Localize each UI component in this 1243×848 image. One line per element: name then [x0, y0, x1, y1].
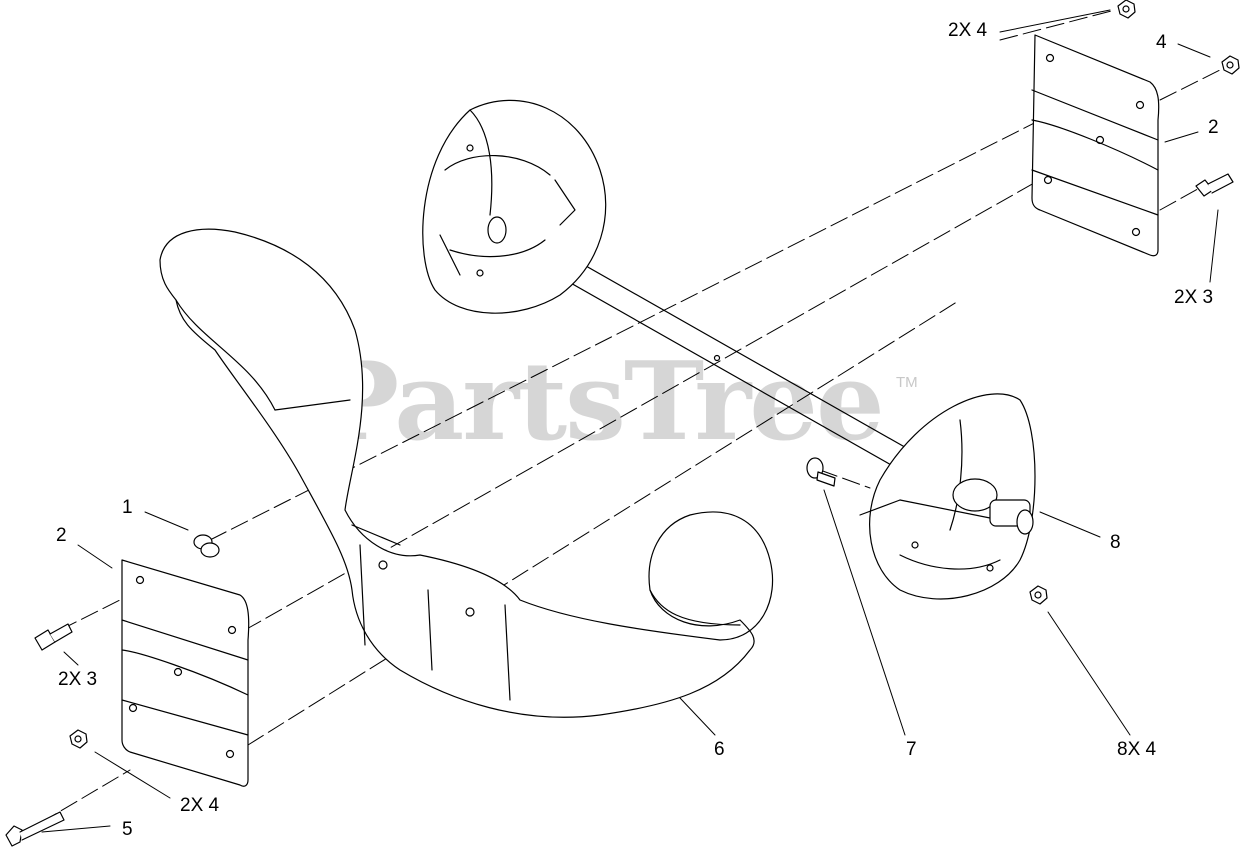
callout-8: 8 — [1110, 532, 1121, 553]
impeller-disc-right — [859, 393, 1036, 600]
bolt-part-5 — [5, 811, 65, 847]
callout-1: 1 — [122, 497, 133, 518]
nut-part-4-right — [1221, 55, 1240, 75]
nut-part-4-top — [1117, 0, 1136, 19]
callout-leaders — [41, 9, 1219, 833]
callout-8x4: 8X 4 — [1117, 739, 1157, 760]
bolt-part-3-left — [34, 623, 73, 651]
callout-2x4-left: 2X 4 — [180, 795, 220, 816]
impeller-disc-left — [422, 99, 607, 314]
callout-4: 4 — [1156, 32, 1167, 53]
callout-2x3-left: 2X 3 — [58, 669, 98, 690]
auger-blade-part-6 — [159, 228, 774, 718]
callout-2-right: 2 — [1208, 117, 1219, 138]
callout-5: 5 — [122, 819, 133, 840]
mounting-bracket-left — [121, 559, 250, 787]
bolt-part-3-right — [1195, 173, 1234, 197]
pin-part-7 — [806, 457, 836, 487]
callout-7: 7 — [906, 739, 917, 760]
mounting-bracket-right — [1031, 34, 1160, 257]
callout-2-left: 2 — [56, 525, 67, 546]
nut-part-8x4 — [1029, 585, 1048, 605]
callout-2x3-right: 2X 3 — [1174, 287, 1214, 308]
callout-2x4-top: 2X 4 — [948, 20, 988, 41]
callout-6: 6 — [714, 739, 725, 760]
nut-part-4-left — [69, 729, 88, 749]
spacer-part-1 — [193, 534, 220, 558]
watermark-tm: TM — [896, 374, 918, 391]
